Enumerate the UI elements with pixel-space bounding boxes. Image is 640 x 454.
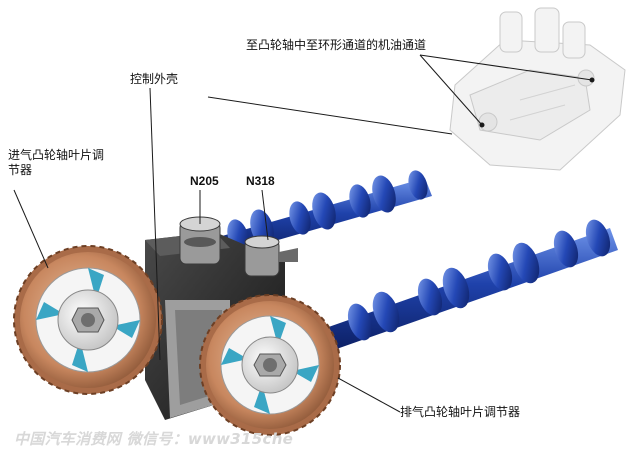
label-oil-channel: 至凸轮轴中至环形通道的机油通道 [246,38,427,52]
exhaust-adjuster-sprocket [199,294,341,436]
label-n318: N318 [246,174,275,188]
label-control-housing: 控制外壳 [130,72,179,86]
exhaust-camshaft [320,219,618,352]
watermark: 中国汽车消费网 微信号：www315che [14,430,294,448]
cylinder-head-outline [449,7,626,171]
intake-adjuster-sprocket [13,245,163,395]
label-n205: N205 [190,174,219,188]
label-intake-adjuster: 进气凸轮轴叶片调节器 [8,148,105,177]
label-exhaust-adjuster: 排气凸轮轴叶片调节器 [400,405,521,419]
solenoid-n205 [179,216,221,265]
solenoid-n318 [244,235,298,277]
leader-lines [13,54,595,413]
